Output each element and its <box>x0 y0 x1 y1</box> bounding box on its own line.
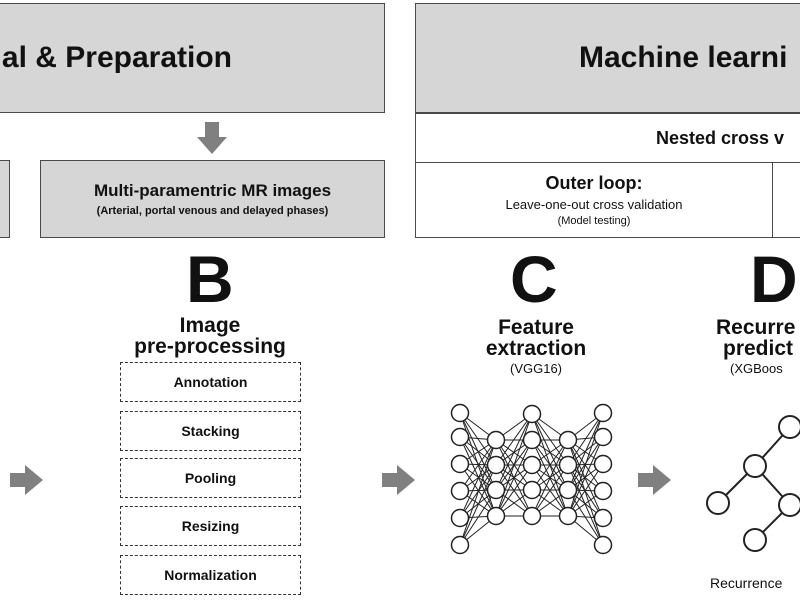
right-arrow-icon <box>638 465 671 495</box>
neural-network-icon <box>450 403 613 555</box>
decision-tree-icon <box>706 415 800 552</box>
section-d-title: Recurre predict <box>716 317 800 359</box>
step-normalization: Normalization <box>120 555 301 595</box>
recurrence-label: Recurrence <box>710 575 783 591</box>
cut-off-left-box <box>0 160 10 238</box>
section-d-letter: D <box>750 242 798 316</box>
step-stacking: Stacking <box>120 411 301 451</box>
mr-images-box: Multi-paramentric MR images (Arterial, p… <box>40 160 385 238</box>
section-d-title-line1: Recurre <box>716 316 796 339</box>
inner-loop-box <box>772 162 800 238</box>
header-machine-learning: Machine learni <box>415 3 800 113</box>
section-b-title: Image pre-processing <box>110 315 310 357</box>
outer-loop-line2: (Model testing) <box>557 215 631 227</box>
header-left-title: al & Preparation <box>1 41 232 74</box>
mr-images-subtitle: (Arterial, portal venous and delayed pha… <box>96 205 329 217</box>
mr-images-title: Multi-paramentric MR images <box>93 181 332 200</box>
header-data-preparation: al & Preparation <box>0 3 385 113</box>
section-b-title-line2: pre-processing <box>134 335 286 358</box>
nested-cv-title: Nested cross v <box>656 127 785 148</box>
right-arrow-icon <box>382 465 415 495</box>
right-arrow-icon <box>10 465 43 495</box>
section-c-title: Feature extraction <box>436 317 636 359</box>
section-c-letter: C <box>510 242 558 316</box>
section-c-title-line1: Feature <box>498 316 574 339</box>
down-arrow-icon <box>197 122 227 154</box>
step-resizing: Resizing <box>120 506 301 546</box>
step-pooling: Pooling <box>120 458 301 498</box>
section-b-letter: B <box>186 242 234 316</box>
section-b-title-line1: Image <box>179 314 241 337</box>
step-annotation: Annotation <box>120 362 301 402</box>
section-c-title-line2: extraction <box>485 337 587 360</box>
section-d-title-line2: predict <box>723 337 794 360</box>
header-right-title: Machine learni <box>579 41 788 74</box>
section-c-subtitle: (VGG16) <box>509 361 562 376</box>
outer-loop-line1: Leave-one-out cross validation <box>505 197 683 212</box>
outer-loop-title: Outer loop: <box>545 173 643 193</box>
section-d-subtitle: (XGBoos <box>730 361 783 376</box>
